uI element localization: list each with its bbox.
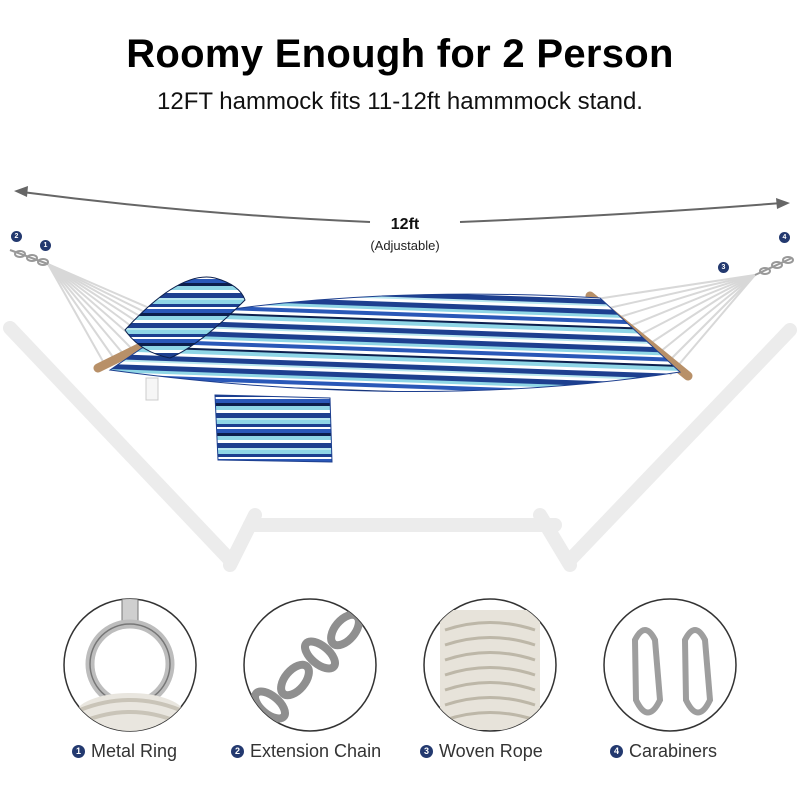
pillow [124, 276, 246, 359]
marker-badge-2: 2 [11, 231, 22, 242]
detail-carabiners-image [603, 598, 737, 732]
detail-label-metal-ring: 1 Metal Ring [72, 740, 177, 762]
detail-text: Carabiners [629, 740, 718, 761]
detail-label-woven-rope: 3 Woven Rope [420, 740, 543, 762]
hammock-stand [3, 321, 797, 572]
detail-text: Extension Chain [250, 740, 382, 761]
detail-woven-rope-image [423, 598, 557, 732]
detail-text: Metal Ring [91, 740, 178, 761]
side-pocket [214, 394, 333, 463]
marker-badge-3: 3 [718, 262, 729, 273]
detail-metal-ring-image [63, 598, 197, 732]
marker-badge-4: 4 [779, 232, 790, 243]
detail-number: 1 [72, 744, 85, 758]
length-label: 12ft [390, 216, 420, 233]
hammock-bed [108, 293, 682, 392]
detail-number: 2 [231, 744, 244, 758]
detail-number: 4 [610, 744, 623, 758]
page-subtitle: 12FT hammock fits 11-12ft hammmock stand… [157, 88, 643, 115]
detail-extension-chain-image [243, 598, 377, 732]
page-title: Roomy Enough for 2 Person [126, 32, 674, 76]
end-chains [9, 249, 794, 276]
marker-badge-1: 1 [40, 240, 51, 251]
detail-label-carabiners: 4 Carabiners [610, 740, 717, 762]
length-dimension-arrow [14, 186, 790, 223]
detail-number: 3 [420, 744, 433, 758]
detail-text: Woven Rope [439, 740, 543, 761]
right-rope-fan [589, 274, 756, 376]
hammock-tag [145, 377, 159, 401]
detail-label-extension-chain: 2 Extension Chain [231, 740, 381, 762]
length-note: (Adjustable) [370, 238, 440, 253]
